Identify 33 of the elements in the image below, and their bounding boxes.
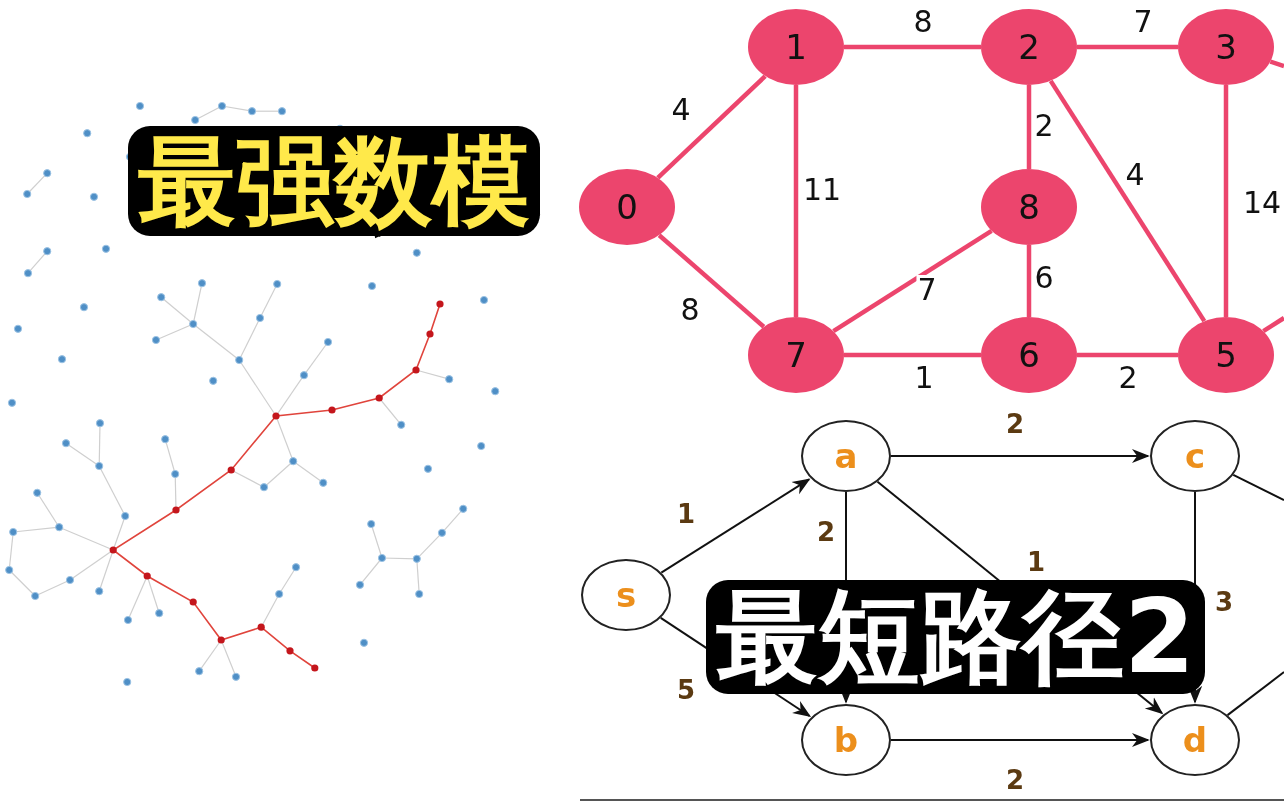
edge-line	[1026, 245, 1032, 317]
node-ellipse: 2	[981, 9, 1077, 85]
edge-line	[1026, 85, 1032, 169]
node-ellipse: 3	[1178, 9, 1274, 85]
edge-line	[793, 85, 799, 317]
node-ellipse: 8	[981, 169, 1077, 245]
edge-line	[844, 352, 981, 358]
arrow	[890, 732, 1150, 748]
edge-line	[1077, 352, 1178, 358]
node-ellipse: d	[1150, 704, 1240, 776]
node-ellipse: b	[801, 704, 891, 776]
node-ellipse: 6	[981, 317, 1077, 393]
arrow	[890, 448, 1150, 464]
edge-line	[657, 233, 766, 329]
headline-text: 最强数模	[128, 126, 540, 236]
edge-line	[1077, 44, 1178, 50]
edge-line	[1269, 59, 1284, 69]
node-ellipse: 5	[1178, 317, 1274, 393]
edge-line	[656, 74, 767, 180]
edge-line	[1232, 473, 1284, 501]
edge-line	[1048, 79, 1207, 323]
node-ellipse: 1	[748, 9, 844, 85]
edge-line	[1262, 316, 1284, 334]
edge-line	[844, 44, 981, 50]
node-ellipse: a	[801, 420, 891, 492]
node-ellipse: c	[1150, 420, 1240, 492]
edge-line	[1223, 85, 1229, 317]
node-ellipse: 0	[579, 169, 675, 245]
node-ellipse: 7	[748, 317, 844, 393]
edge-line	[832, 228, 993, 334]
arrow	[660, 478, 811, 574]
node-ellipse: s	[581, 559, 671, 631]
edge-line	[1226, 671, 1284, 717]
